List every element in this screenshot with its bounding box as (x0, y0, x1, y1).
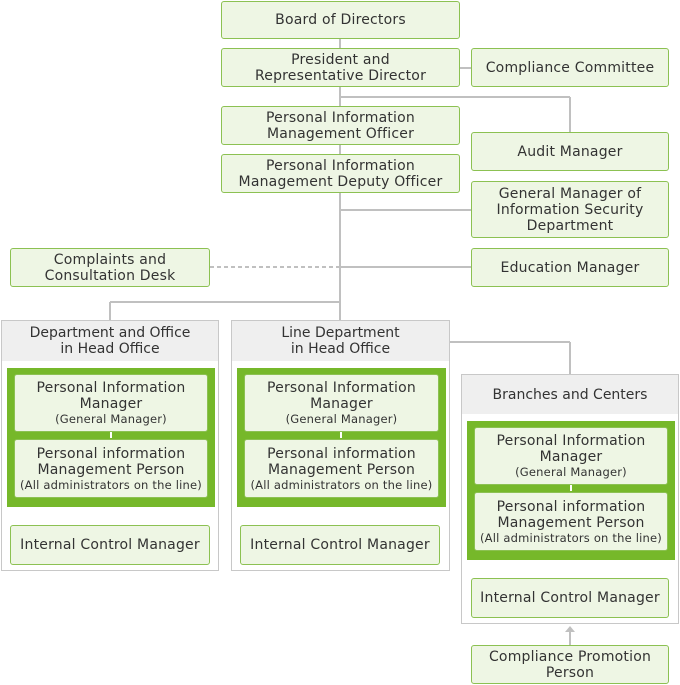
pi-person-box: Personal information Management Person (… (244, 439, 439, 498)
president-box: President and Representative Director (221, 48, 460, 87)
education-manager-box: Education Manager (471, 248, 669, 287)
complaints-desk-box: Complaints and Consultation Desk (10, 248, 210, 287)
pi-manager-box: Personal Information Manager (General Ma… (244, 374, 439, 432)
pim-deputy-box: Personal Information Management Deputy O… (221, 154, 460, 193)
compliance-committee-label: Compliance Committee (485, 59, 655, 76)
panel-line-department-title: Line Department in Head Office (232, 321, 449, 361)
pi-manager-box: Personal Information Manager (General Ma… (474, 427, 668, 485)
board-label: Board of Directors (275, 12, 406, 28)
panel-branches-centers-title: Branches and Centers (462, 375, 678, 414)
president-line-1: President and (291, 51, 390, 68)
audit-manager-label: Audit Manager (517, 143, 623, 160)
panel-branches-centers-green-block: Personal Information Manager (General Ma… (467, 421, 675, 560)
complaints-line-2: Consultation Desk (44, 267, 176, 284)
pim-officer-line-1: Personal Information (265, 109, 415, 126)
audit-manager-box: Audit Manager (471, 132, 669, 171)
president-line-2: Representative Director (254, 67, 427, 84)
gm-security-line-2: Information Security (496, 201, 644, 218)
gm-security-line-1: General Manager of (498, 185, 642, 202)
internal-control-box-1: Internal Control Manager (10, 525, 210, 565)
internal-control-box-2: Internal Control Manager (240, 525, 440, 565)
panel-line-department: Line Department in Head Office Personal … (231, 320, 450, 571)
pim-officer-line-2: Management Officer (266, 125, 415, 142)
complaints-line-1: Complaints and (53, 251, 167, 268)
internal-control-box-3: Internal Control Manager (471, 578, 669, 618)
compliance-promotion-box: Compliance Promotion Person (471, 645, 669, 684)
compliance-committee-box: Compliance Committee (471, 48, 669, 87)
pim-deputy-line-1: Personal Information (265, 157, 415, 174)
pim-deputy-line-2: Management Deputy Officer (238, 173, 443, 190)
pim-officer-box: Personal Information Management Officer (221, 106, 460, 145)
gm-security-box: General Manager of Information Security … (471, 181, 669, 238)
board-of-directors-box: Board of Directors (221, 1, 460, 39)
pi-person-box: Personal information Management Person (… (474, 492, 668, 551)
gm-security-line-3: Department (526, 217, 614, 234)
panel-department-office-green-block: Personal Information Manager (General Ma… (7, 368, 215, 507)
panel-department-office-title: Department and Office in Head Office (2, 321, 218, 361)
education-manager-label: Education Manager (500, 259, 640, 276)
pi-manager-box: Personal Information Manager (General Ma… (14, 374, 208, 432)
pi-person-box: Personal information Management Person (… (14, 439, 208, 498)
panel-line-department-green-block: Personal Information Manager (General Ma… (237, 368, 446, 507)
